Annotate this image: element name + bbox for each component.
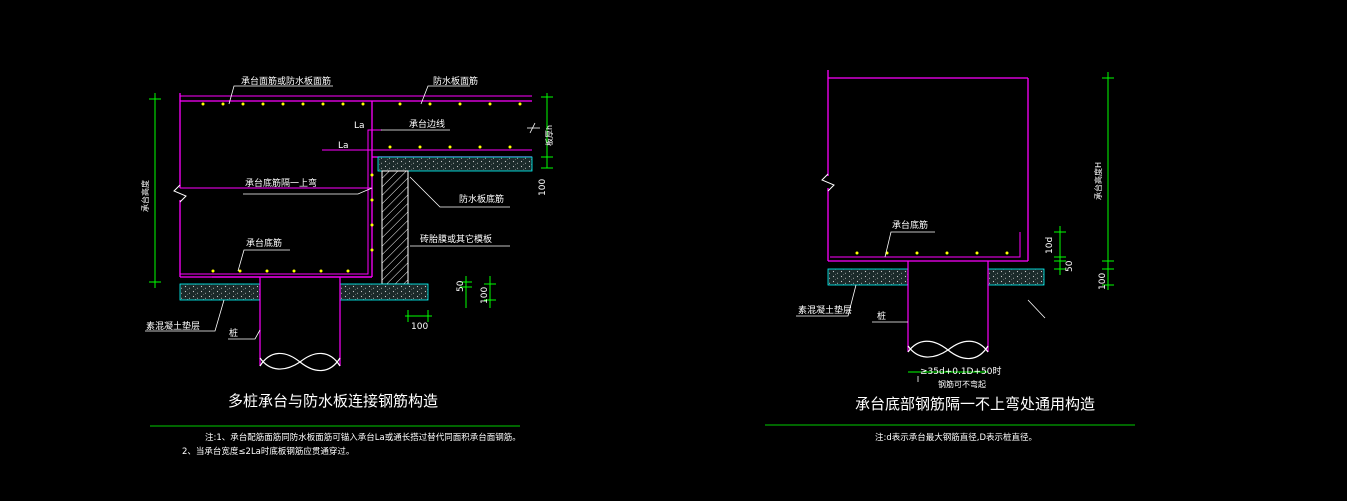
right-detail: 承台底筋 素混凝土垫层 桩 承台高度H 10d 50 100 ≥35d+0.1D… <box>765 70 1135 443</box>
left-title: 多桩承台与防水板连接钢筋构造 <box>228 392 438 410</box>
left-break-symbol <box>173 184 187 203</box>
right-title: 承台底部钢筋隔一不上弯处通用构造 <box>855 395 1095 413</box>
right-label-anchor: ≥35d+0.1D+50时 <box>920 365 1001 377</box>
right-label-cap-bottom: 承台底筋 <box>892 219 928 231</box>
left-rebar-dots <box>201 102 522 273</box>
right-concrete-outline <box>827 70 1029 262</box>
label-cap-edge: 承台边线 <box>409 118 445 130</box>
label-waterproof-bottom: 防水板底筋 <box>459 193 504 205</box>
label-cap-bottom: 承台底筋 <box>246 237 282 249</box>
right-cushion-right <box>987 268 1045 286</box>
label-pile: 桩 <box>229 327 238 339</box>
dim-100-right: 100 <box>538 179 548 196</box>
right-label-10d: 10d <box>1045 237 1055 254</box>
right-note-1: 注:d表示承台最大钢筋直径,D表示桩直径。 <box>875 432 1037 443</box>
right-leaders <box>796 231 1046 382</box>
right-dim-50: 50 <box>1065 260 1075 272</box>
left-rebar <box>180 95 532 275</box>
label-cushion: 素混凝土垫层 <box>146 320 200 332</box>
left-cushion-right <box>339 283 429 301</box>
dim-100-lower: 100 <box>480 287 490 304</box>
label-slab-thickness: 板厚h <box>544 125 554 146</box>
right-pile <box>907 261 989 360</box>
left-note-2: 2、当承台宽度≤2La时底板钢筋应贯通穿过。 <box>182 446 354 457</box>
left-leaders <box>145 85 540 340</box>
dim-100-bottom: 100 <box>411 322 428 332</box>
right-label-cap-height: 承台高度H <box>1093 162 1103 200</box>
label-bottom-bent-up: 承台底筋隔一上弯 <box>245 177 317 189</box>
label-la-upper: La <box>354 121 365 131</box>
left-dimension-lines <box>149 93 553 322</box>
label-top-rebar: 承台面筋或防水板面筋 <box>241 75 331 87</box>
right-rebar <box>830 232 1021 258</box>
left-cushion-left <box>179 283 261 301</box>
left-slab-cushion <box>377 156 533 172</box>
right-label-pile: 桩 <box>877 310 886 322</box>
right-label-anchor-sub: 钢筋可不弯起 <box>938 379 986 389</box>
label-la-lower: La <box>338 141 349 151</box>
right-label-cushion: 素混凝土垫层 <box>798 304 852 316</box>
left-brick-form <box>381 170 409 285</box>
right-dim-100: 100 <box>1098 273 1108 290</box>
label-cap-height: 承台高度 <box>140 180 150 212</box>
right-rebar-dots <box>855 251 1009 255</box>
label-brick-form: 砖胎膜或其它模板 <box>420 233 492 245</box>
left-pile <box>259 277 341 372</box>
left-note-1: 注:1、承台配筋面筋同防水板面筋可锚入承台La或通长搭过替代同面积承台面钢筋。 <box>205 432 521 443</box>
left-detail: 承台面筋或防水板面筋 防水板面筋 La La 承台边线 承台底筋隔一上弯 防水板… <box>140 75 554 457</box>
right-dimension-lines <box>908 72 1114 373</box>
right-break-symbol <box>821 173 835 192</box>
right-cushion-left <box>827 268 909 286</box>
label-waterproof-top: 防水板面筋 <box>433 75 478 87</box>
dim-50: 50 <box>456 280 466 292</box>
